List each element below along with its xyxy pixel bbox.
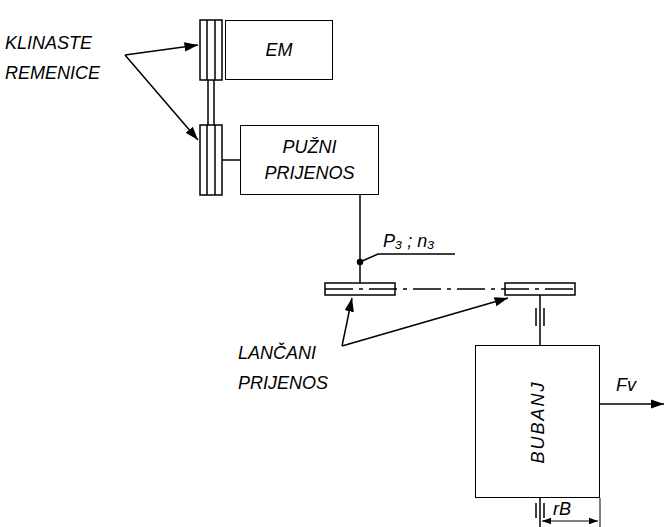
chain	[325, 288, 575, 290]
belt	[213, 80, 215, 125]
leader-arrow	[125, 55, 198, 140]
bearing	[535, 503, 537, 518]
bearing	[543, 308, 545, 326]
motor-box: EM	[225, 20, 333, 80]
part-name: LANČANI PRIJENOS	[238, 338, 356, 398]
shaft	[539, 295, 541, 345]
force-label: Fv	[616, 370, 636, 400]
dimension-line	[542, 521, 598, 522]
force-arrow	[600, 403, 664, 405]
dimension-extension	[600, 498, 601, 527]
drum-box: BUBANJ	[475, 345, 600, 498]
dimension-label: rB	[553, 494, 571, 524]
pulley-groove	[214, 125, 216, 195]
leader-arrow	[342, 298, 352, 346]
pulley-groove	[206, 125, 208, 195]
shaft	[539, 498, 541, 527]
node-text: BUBANJ	[524, 380, 550, 463]
node-text: EM	[266, 37, 293, 63]
pulley	[200, 125, 222, 195]
part-name: KLINASTE REMENICE	[5, 28, 130, 88]
bearing	[535, 308, 537, 326]
belt	[207, 80, 209, 125]
leader-arrow	[342, 298, 508, 346]
leader-arrow	[125, 45, 198, 55]
power-speed-label: P₃ ; n₃	[383, 226, 434, 256]
pulley-groove	[214, 20, 216, 80]
bearing	[543, 503, 545, 518]
node-text: PUŽNI PRIJENOS	[241, 134, 378, 186]
pulley-groove	[206, 20, 208, 80]
leader-line	[360, 254, 455, 262]
gearbox-box: PUŽNI PRIJENOS	[240, 125, 379, 195]
shaft	[359, 195, 361, 283]
shaft	[222, 159, 240, 161]
pulley	[200, 20, 222, 80]
